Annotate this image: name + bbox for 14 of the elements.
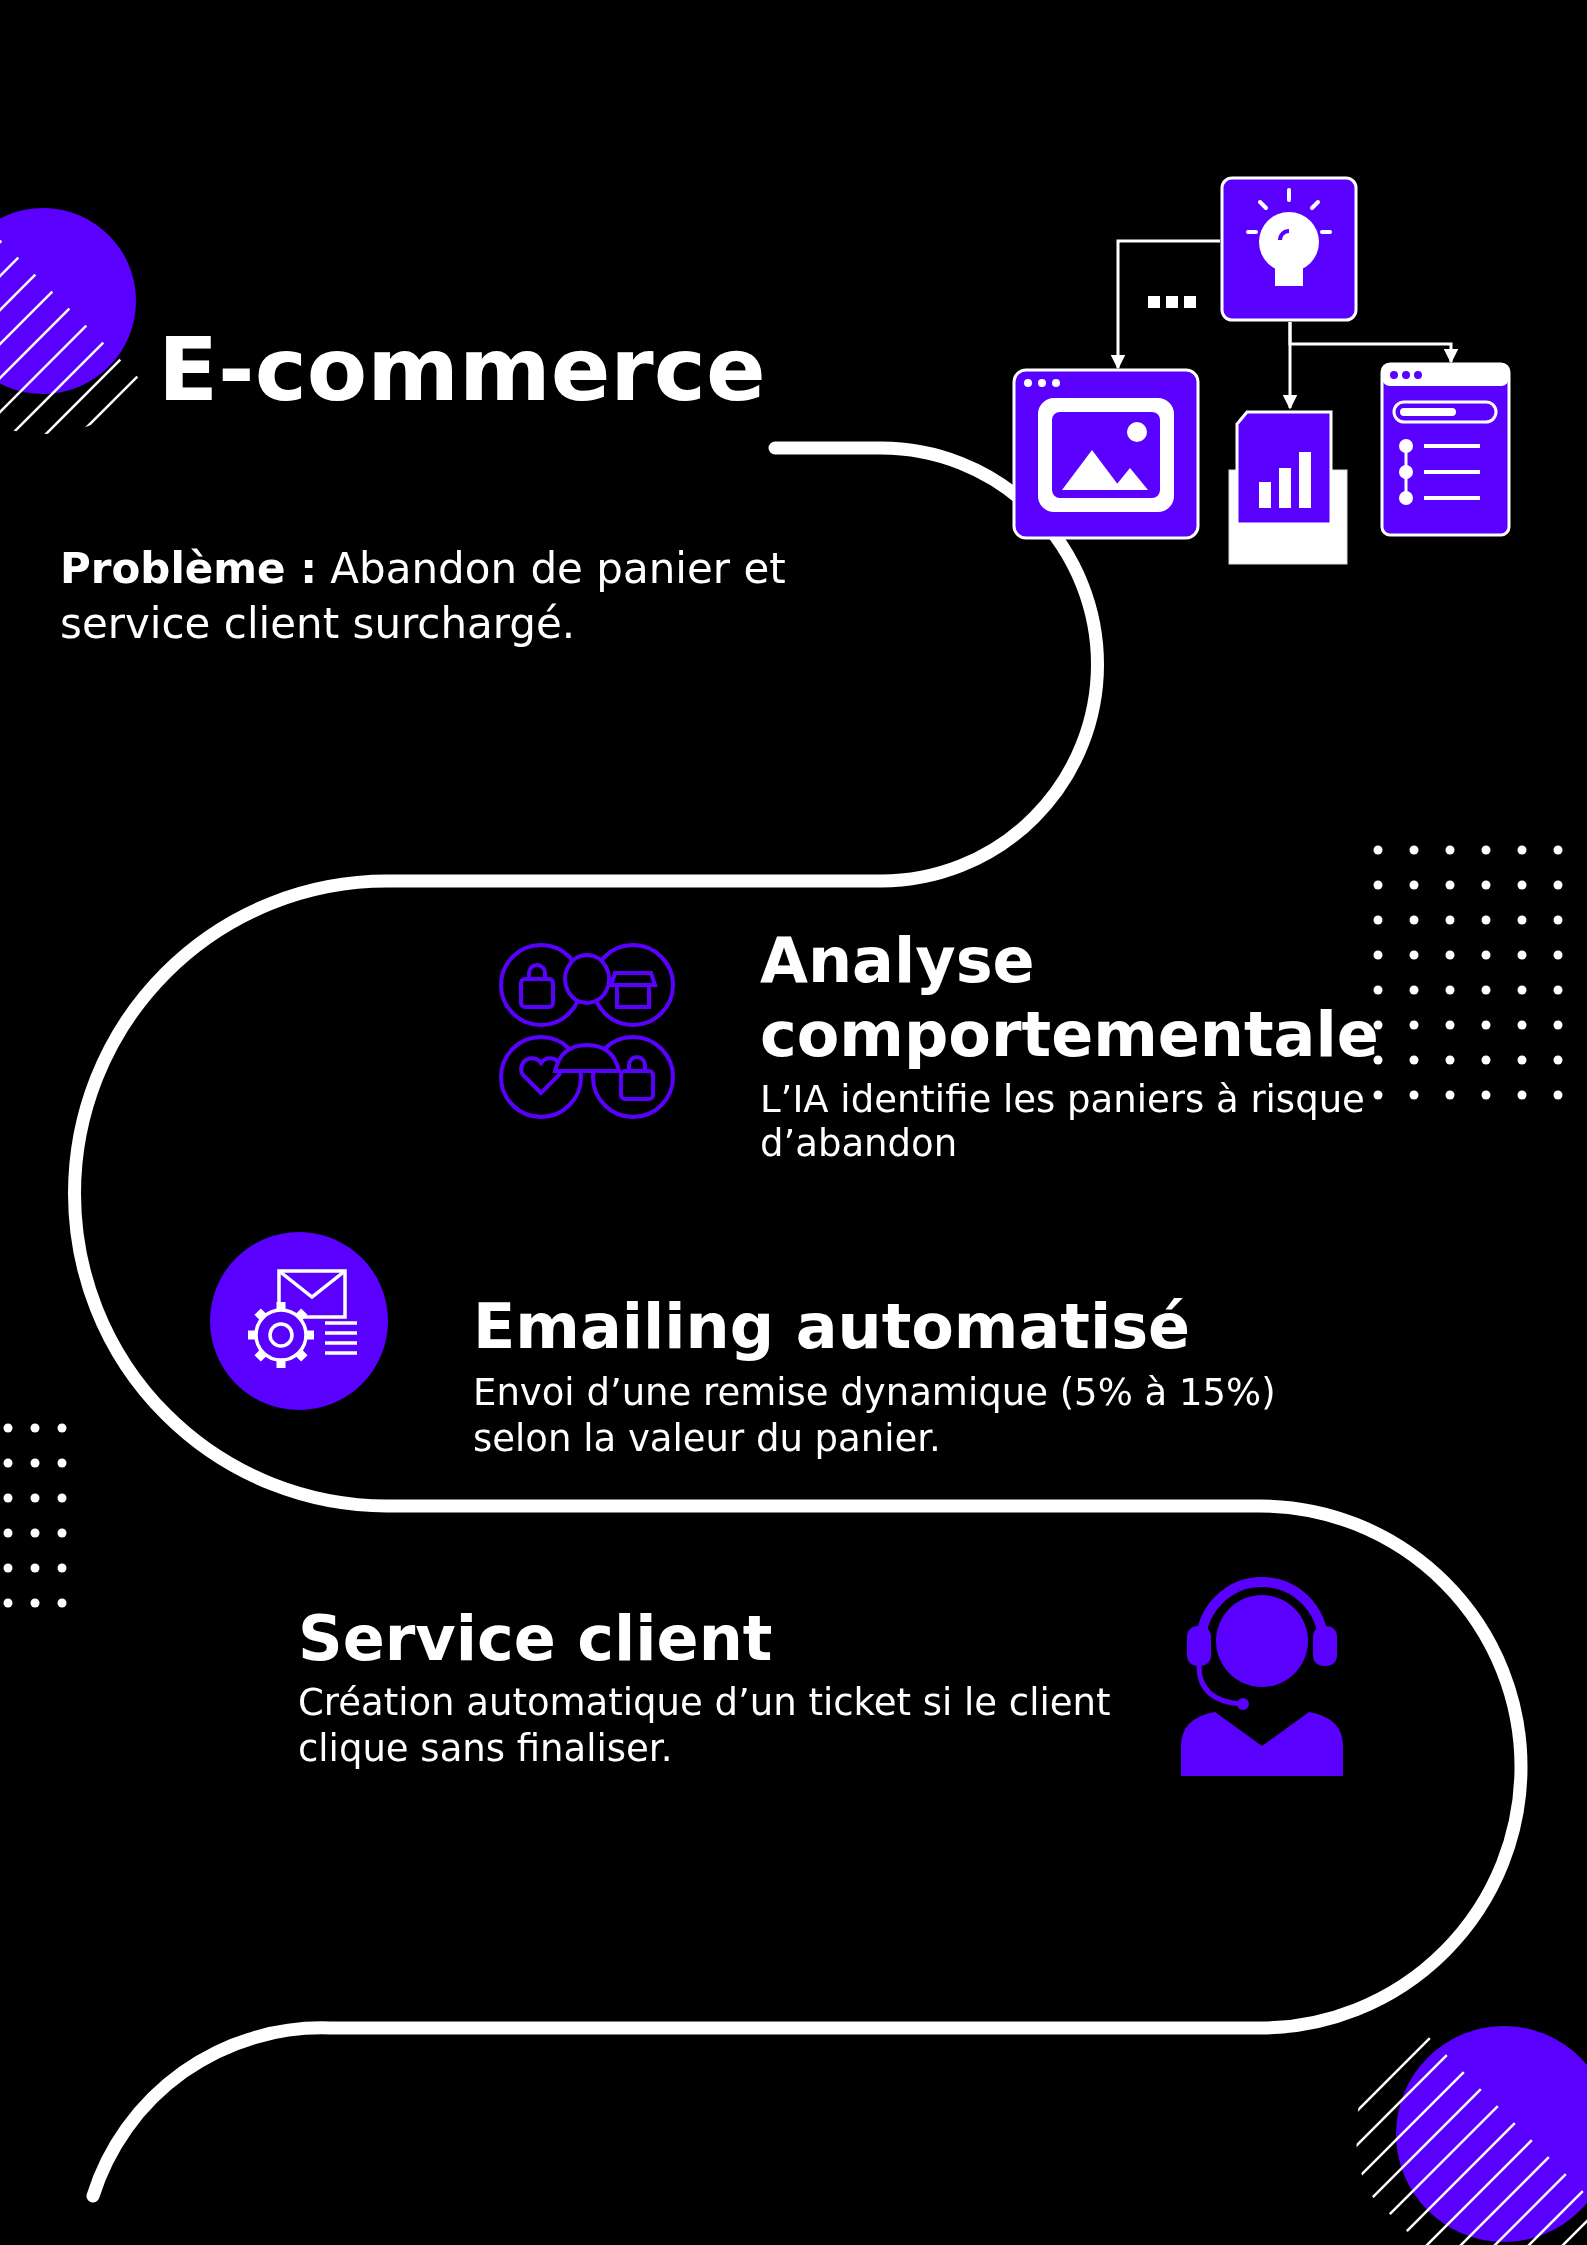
list-window-icon — [1380, 362, 1511, 537]
section-description: L’IA identifie les paniers à risque d’abandon — [760, 1078, 1366, 1167]
image-window-icon — [1012, 368, 1200, 540]
section-description: Envoi d’une remise dynamique (5% à 15%) selon la valeur du panier. — [473, 1370, 1277, 1463]
lightbulb-icon — [1220, 176, 1358, 322]
section-description: Création automatique d’un ticket si le client clique sans finaliser. — [298, 1680, 1112, 1773]
section-heading: Service client — [298, 1602, 774, 1677]
problem-statement: Problème : Abandon de panier et service client surchargé. — [60, 543, 787, 650]
page-title: E-commerce — [158, 322, 766, 419]
section-heading: Emailing automatisé — [473, 1290, 1192, 1365]
section-heading: Analyse comportementale — [760, 924, 1380, 1073]
connector-arrow — [1288, 322, 1459, 364]
connector-arrow — [1110, 239, 1220, 370]
chart-document-icon — [1227, 408, 1349, 566]
